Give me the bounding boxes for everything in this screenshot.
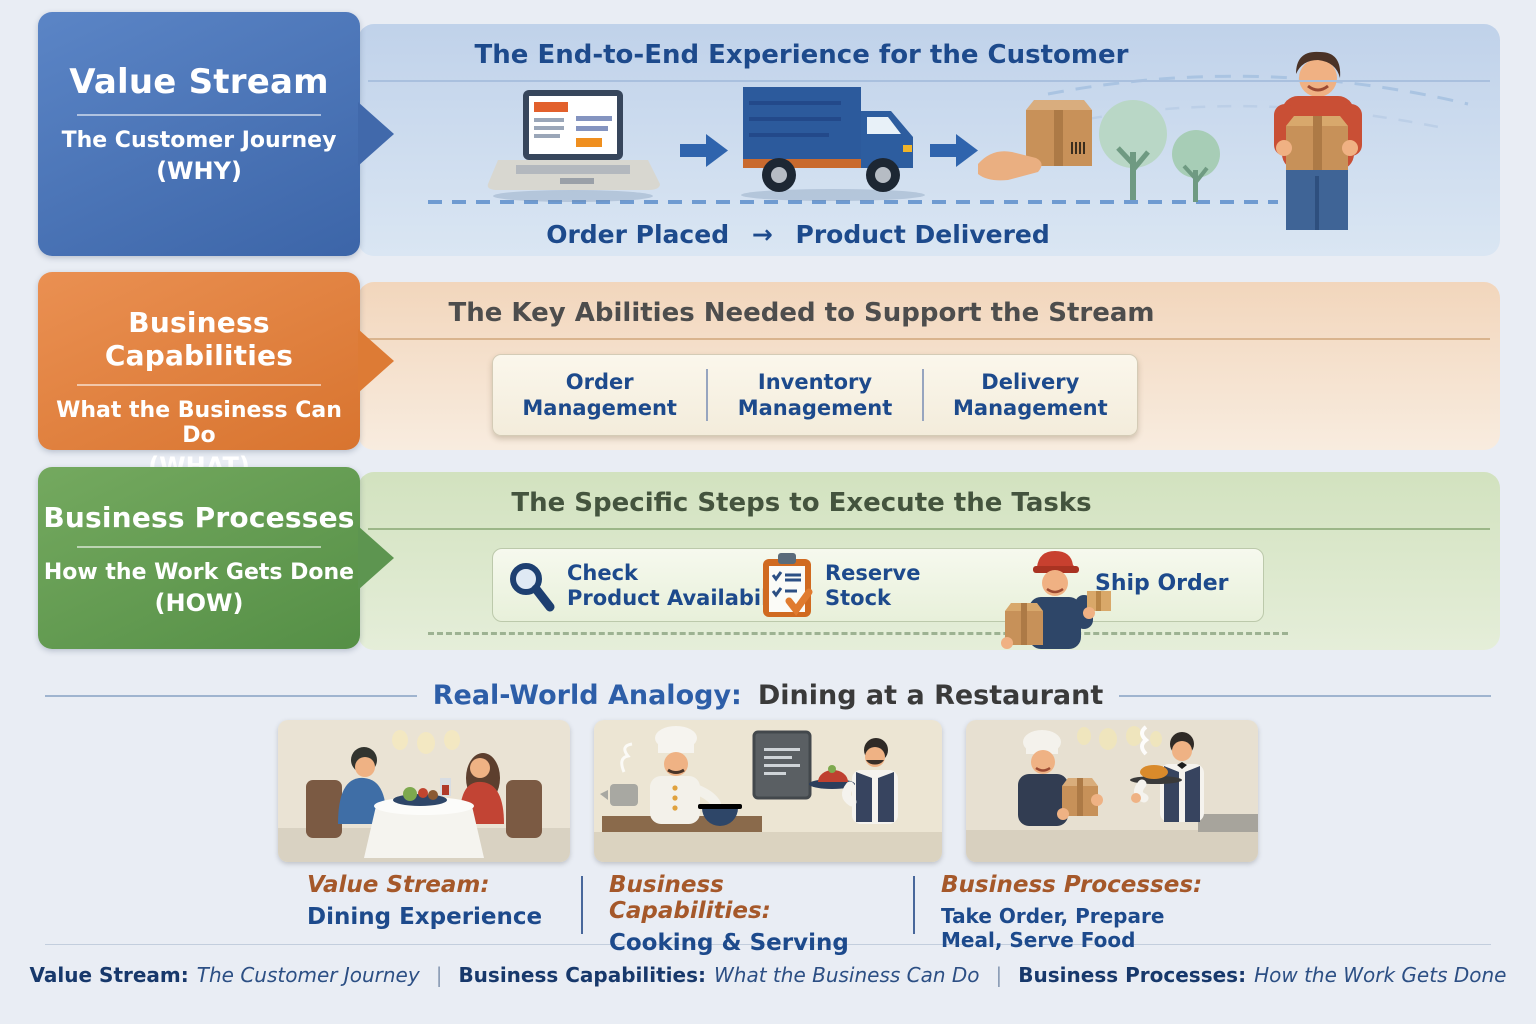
capability-order-management: Order Management — [522, 369, 677, 420]
analogy-card-value-stream — [278, 720, 570, 862]
capabilities-label-box: Business Capabilities What the Business … — [38, 272, 360, 480]
divider — [76, 114, 322, 116]
trees-icon — [1099, 100, 1220, 202]
footer-processes-value: How the Work Gets Done — [1254, 963, 1507, 987]
caption-value-stream: Value Stream: Dining Experience — [307, 872, 543, 930]
footer-capabilities-value: What the Business Can Do — [714, 963, 980, 987]
capabilities-band: The Key Abilities Needed to Support the … — [358, 282, 1500, 450]
flow-end: Product Delivered — [795, 220, 1050, 249]
customer-receiving-icon — [1274, 51, 1362, 230]
divider — [76, 546, 322, 548]
processes-band: The Specific Steps to Execute the Tasks … — [358, 472, 1500, 650]
order-to-delivery-illustration — [428, 51, 1469, 230]
analogy-title-rest: Dining at a Restaurant — [757, 680, 1104, 711]
process-step-ship-order: Ship Order — [1095, 571, 1229, 596]
divider — [45, 944, 1491, 945]
clipboard-icon — [763, 553, 813, 617]
capabilities-title: Business Capabilities — [104, 306, 294, 372]
divider — [1119, 694, 1492, 697]
divider — [581, 876, 583, 934]
delivery-truck-icon — [741, 87, 925, 201]
footer-capabilities-label: Business Capabilities: — [458, 963, 707, 987]
caption-capabilities: Business Capabilities: Cooking & Serving — [609, 872, 849, 956]
arrow-right-icon — [680, 134, 728, 167]
couple-dining-illustration — [278, 720, 570, 862]
package-handoff-icon — [978, 100, 1092, 181]
capabilities-heading: The Key Abilities Needed to Support the … — [368, 282, 1490, 340]
footer-value-stream-value: The Customer Journey — [196, 963, 420, 987]
processes-title: Business Processes — [43, 501, 355, 534]
flow-caption: Order Placed → Product Delivered — [448, 220, 1148, 249]
processes-label-box: Business Processes How the Work Gets Don… — [38, 467, 360, 649]
processes-subtitle: How the Work Gets Done — [43, 560, 355, 585]
analogy-card-processes — [966, 720, 1258, 862]
magnifier-icon — [510, 563, 555, 612]
footer-legend: Value Stream: The Customer Journey | Busine… — [0, 963, 1536, 987]
flow-arrow-icon: → — [751, 220, 773, 249]
dashed-ground-line — [428, 632, 1288, 635]
value-stream-title: Value Stream — [69, 62, 329, 102]
delivery-person-icon — [1001, 551, 1111, 649]
value-stream-band: The End-to-End Experience for the Custom… — [358, 24, 1500, 256]
divider — [706, 369, 709, 421]
divider — [921, 369, 924, 421]
process-strip: Check Product Availability Reserve — [492, 548, 1264, 649]
analogy-title: Real-World Analogy: Dining at a Restaura… — [45, 680, 1492, 711]
value-stream-tag: (WHY) — [156, 157, 242, 185]
analogy-title-lead: Real-World Analogy: — [432, 680, 742, 711]
arrow-right-icon — [930, 134, 978, 167]
analogy-card-capabilities — [594, 720, 942, 862]
footer-processes-label: Business Processes: — [1018, 963, 1247, 987]
capability-inventory-management: Inventory Management — [737, 369, 893, 420]
capabilities-subtitle: What the Business Can Do — [56, 398, 342, 448]
capability-delivery-management: Delivery Management — [953, 369, 1108, 420]
processes-heading: The Specific Steps to Execute the Tasks — [368, 472, 1490, 530]
divider — [913, 876, 915, 934]
processes-tag: (HOW) — [154, 589, 244, 617]
caption-processes: Business Processes: Take Order, Prepare … — [941, 872, 1203, 952]
footer-separator: | — [995, 963, 1003, 987]
chef-cooking-illustration — [594, 720, 942, 862]
value-stream-label-box: Value Stream The Customer Journey (WHY) — [38, 12, 360, 256]
footer-value-stream-label: Value Stream: — [29, 963, 189, 987]
analogy-cards — [0, 720, 1536, 862]
footer-separator: | — [435, 963, 443, 987]
flow-start: Order Placed — [546, 220, 730, 249]
process-step-check-availability: Check Product Availability — [507, 560, 799, 612]
value-stream-subtitle: The Customer Journey — [61, 128, 337, 153]
analogy-captions: Value Stream: Dining Experience Business… — [0, 872, 1536, 956]
capabilities-box: Order Management Inventory Management De… — [492, 354, 1138, 436]
dashed-arc — [1047, 74, 1469, 106]
divider — [76, 384, 322, 386]
laptop-order-icon — [487, 90, 660, 202]
process-step-reserve-stock: Reserve Stock — [761, 553, 920, 619]
value-stream-heading: The End-to-End Experience for the Custom… — [368, 24, 1490, 82]
divider — [45, 694, 417, 697]
kitchen-handoff-illustration — [966, 720, 1258, 862]
